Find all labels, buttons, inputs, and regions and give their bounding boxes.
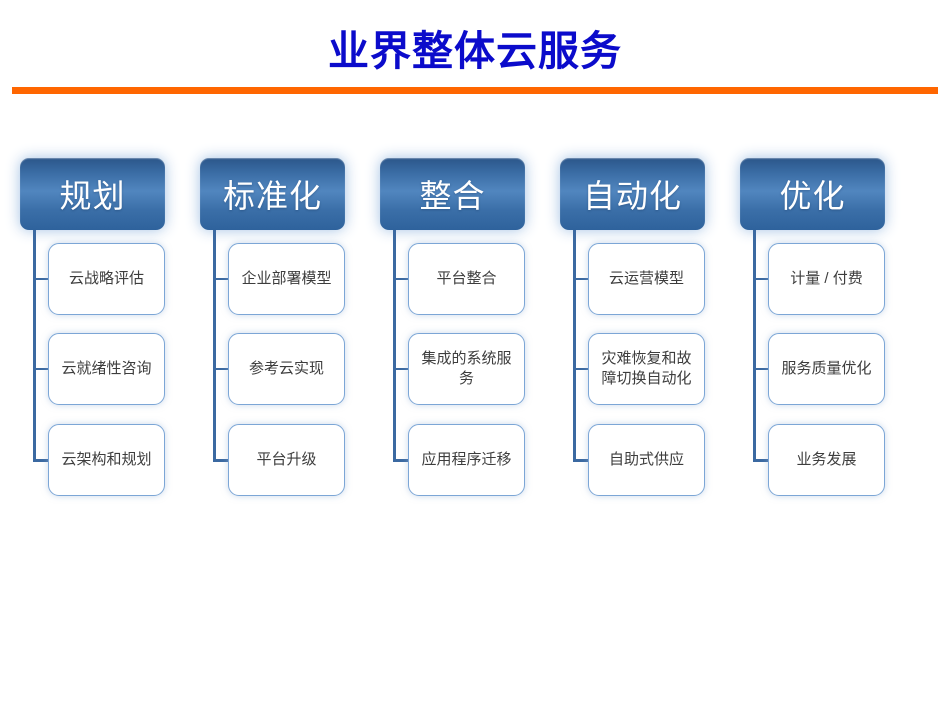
column-header-label: 标准化 [222,178,322,214]
node-label: 参考云实现 [248,359,324,377]
connector-stub [393,367,409,370]
connector-stub [213,367,229,370]
connector-stub [753,367,769,370]
node-label: 应用程序迁移 [421,450,512,468]
node-box: 平台整合 [408,243,525,315]
column-header: 规划 [20,158,165,230]
node-box: 自助式供应 [588,424,705,496]
node-label: 云就绪性咨询 [61,359,152,377]
page-title: 业界整体云服务 [328,28,622,74]
column-standardization: 标准化 企业部署模型 参考云实现 平台升级 [200,158,345,503]
node-label: 云架构和规划 [61,450,152,468]
node-box: 计量 / 付费 [768,243,885,315]
column-header-label: 优化 [779,178,846,214]
node-box: 集成的系统服务 [408,333,525,405]
title-rule [12,87,938,94]
node-label: 云战略评估 [68,269,144,287]
connector-line [573,230,576,462]
column-integration: 整合 平台整合 集成的系统服务 应用程序迁移 [380,158,525,503]
column-header: 自动化 [560,158,705,230]
connector-stub [393,277,409,280]
node-box: 云战略评估 [48,243,165,315]
node-label: 企业部署模型 [241,269,332,287]
node-box: 参考云实现 [228,333,345,405]
column-optimization: 优化 计量 / 付费 服务质量优化 业务发展 [740,158,885,503]
column-header-label: 规划 [59,178,126,214]
node-label: 云运营模型 [608,269,684,287]
node-label: 服务质量优化 [781,359,872,377]
connector-line [393,230,396,462]
column-planning: 规划 云战略评估 云就绪性咨询 云架构和规划 [20,158,165,503]
connector-line [33,230,36,462]
node-label: 平台整合 [436,269,497,287]
node-box: 企业部署模型 [228,243,345,315]
column-automation: 自动化 云运营模型 灾难恢复和故障切换自动化 自助式供应 [560,158,705,503]
node-box: 云架构和规划 [48,424,165,496]
column-header-label: 自动化 [582,178,682,214]
column-header: 标准化 [200,158,345,230]
connector-stub [33,459,49,462]
node-box: 云运营模型 [588,243,705,315]
node-box: 业务发展 [768,424,885,496]
connector-line [753,230,756,462]
node-label: 计量 / 付费 [790,269,863,287]
node-label: 集成的系统服务 [421,349,512,387]
node-label: 平台升级 [256,450,317,468]
cloud-services-diagram: 规划 云战略评估 云就绪性咨询 云架构和规划 标准化 企业部署模型 参考云实现 [0,158,950,508]
node-label: 自助式供应 [608,450,684,468]
node-box: 应用程序迁移 [408,424,525,496]
column-header: 优化 [740,158,885,230]
column-header: 整合 [380,158,525,230]
node-box: 服务质量优化 [768,333,885,405]
connector-stub [753,277,769,280]
connector-line [213,230,216,462]
connector-stub [33,277,49,280]
node-label: 灾难恢复和故障切换自动化 [601,349,692,387]
connector-stub [573,277,589,280]
node-box: 灾难恢复和故障切换自动化 [588,333,705,405]
connector-stub [393,459,409,462]
node-label: 业务发展 [796,450,857,468]
node-box: 平台升级 [228,424,345,496]
connector-stub [573,367,589,370]
connector-stub [33,367,49,370]
column-header-label: 整合 [419,178,486,214]
connector-stub [213,277,229,280]
connector-stub [213,459,229,462]
node-box: 云就绪性咨询 [48,333,165,405]
connector-stub [573,459,589,462]
connector-stub [753,459,769,462]
